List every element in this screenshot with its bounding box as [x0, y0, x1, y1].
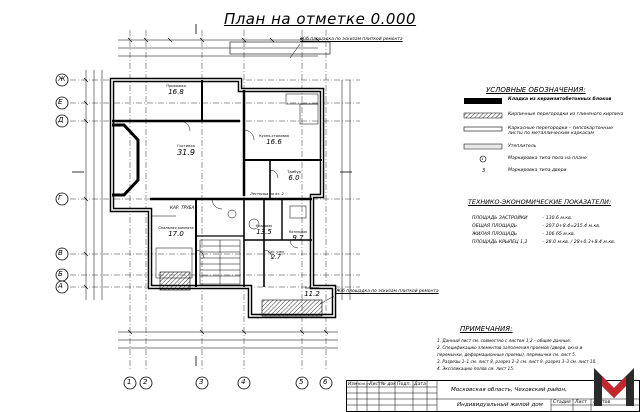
axis-col-1: 1 [127, 378, 132, 386]
dimension-chains [85, 39, 351, 349]
axis-col-2: 2 [143, 378, 148, 386]
room-area: 9.7 [292, 234, 304, 242]
title-block-grid [347, 381, 639, 411]
note-item: перемычки, деформационные проемы), перем… [437, 352, 577, 357]
callout-bottom: Ж/б площадка по эскизам плиткой ремонта [336, 289, 439, 294]
door-marker-glyph: 3 [482, 168, 486, 174]
notes-title: ПРИМЕЧАНИЯ: [460, 325, 513, 333]
legend-item-brick: Кирпичные перегородки из глиняного кирпи… [508, 112, 624, 117]
room-area: 16.8 [168, 88, 184, 96]
room-3: Кухня-столовая 16.6 [254, 134, 294, 146]
stamp-col-list: Лист [369, 382, 381, 387]
room-area: 31.9 [177, 148, 195, 157]
tep-value: – 130.6 м.кв. [542, 216, 573, 221]
note-item: 2. Спецификацию элементов заполнения про… [437, 345, 583, 350]
room-area: 6.0 [288, 174, 300, 182]
room-name: Кухня-столовая [259, 134, 289, 138]
room-8: Кладовая 13.5 [248, 224, 280, 236]
tep-label: ЖИЛАЯ ПЛОЩАДЬ [472, 232, 518, 237]
room-7: Котельная 9.7 [284, 230, 312, 242]
tep-title: ТЕХНИКО-ЭКОНОМИЧЕСКИЕ ПОКАЗАТЕЛИ: [468, 198, 612, 206]
axis-row-zh: Ж [58, 75, 66, 83]
tep-value: – 106.65 м.кв. [542, 232, 576, 237]
fixtures [155, 93, 319, 279]
axis-col-3: 3 [199, 378, 204, 386]
stamp-col-date: Дата [414, 382, 426, 387]
room-area: 17.0 [168, 230, 184, 238]
axis-bubbles [55, 73, 333, 390]
stamp-sheet-label: Лист [575, 400, 587, 405]
callout-top: Ж/б площадка по эскизам плиткой ремонта [300, 37, 403, 42]
room-6: Сан. узел 2.7 [266, 250, 286, 261]
room-name: Тамбур [287, 170, 301, 174]
stamp-col-doc: № док [381, 382, 396, 387]
chimney-label: КАР. ТРУБА [170, 205, 195, 210]
staircase [199, 239, 241, 285]
room-4: Тамбур 6.0 [276, 170, 312, 182]
axis-col-6: 6 [323, 378, 328, 386]
legend-item-floor-mark: Маркировка типа пола на плане [508, 156, 587, 161]
legend-item-insulation: Утеплитель [508, 144, 537, 149]
room-name: Кладовая [255, 224, 273, 228]
tep-label: ПЛОЩАДЬ КРЫЛЕЦ 1,2 [472, 240, 528, 245]
logo-icon [594, 368, 634, 406]
note-item: 1. Данный лист см. совместно с листом 1,… [437, 338, 572, 343]
callout-leaders [152, 43, 335, 305]
axis-row-d: Д [58, 116, 64, 124]
interior-walls [112, 80, 322, 287]
room-area: 2.7 [271, 254, 281, 261]
stamp-location: Московская область, Чеховский район, [451, 387, 567, 393]
legend-swatches [463, 98, 503, 163]
axis-row-v: В [58, 249, 63, 257]
stamp-project: Индивидуальный жилой дом [457, 402, 543, 408]
room-name: Котельная [289, 230, 307, 234]
page-title: План на отметке 0.000 [223, 10, 417, 28]
axis-col-5: 5 [299, 378, 304, 386]
legend-title: УСЛОВНЫЕ ОБОЗНАЧЕНИЯ: [486, 86, 586, 94]
tep-row: ЖИЛАЯ ПЛОЩАДЬ – 106.65 м.кв. [472, 232, 575, 237]
tep-row: ОБЩАЯ ПЛОЩАДЬ – 207.0+8.4=215.4 м.кв. [472, 224, 600, 229]
axis-row-e: Е [58, 98, 63, 106]
stamp-col-izm: Изм [348, 382, 358, 387]
tep-label: ПЛОЩАДЬ ЗАСТРОЙКИ [472, 216, 528, 221]
room-1: Прихожая 16.8 [156, 84, 196, 96]
room-5: Спальная комната 17.0 [156, 226, 196, 238]
stamp-stage-label: Стадия [553, 400, 571, 405]
note-item: 3. Разрезы 1–1 см. лист 8, разрез 2–2 см… [437, 359, 597, 364]
tep-row: ПЛОЩАДЬ КРЫЛЕЦ 1,2 – 28.0 м.кв. / 28+0.3… [472, 240, 615, 245]
tep-row: ПЛОЩАДЬ ЗАСТРОЙКИ – 130.6 м.кв. [472, 216, 572, 221]
note-item: 4. Экспликацию полов см. лист 15. [437, 366, 515, 371]
tep-value: – 28.0 м.кв. / 28+0.3+8.4 м.кв. [542, 240, 616, 245]
dimension-ticks [83, 37, 329, 335]
tep-value: – 207.0+8.4=215.4 м.кв. [542, 224, 601, 229]
room-name: Прихожая [166, 84, 186, 88]
room-name: Кабинет [304, 286, 320, 290]
room-name: Спальная комната [158, 226, 194, 230]
stamp-col-sign: Подп. [397, 382, 411, 387]
stamp-col-kol: Кол.уч [358, 382, 371, 386]
room-name: Гостиная [177, 144, 195, 148]
stair-note: Лестница на эт. 2 [250, 192, 284, 196]
room-2: Гостиная 31.9 [166, 144, 206, 157]
exterior-walls [109, 41, 337, 319]
tep-label: ОБЩАЯ ПЛОЩАДЬ [472, 224, 518, 229]
door-swings [179, 120, 299, 259]
axis-col-4: 4 [241, 378, 246, 386]
axis-row-a: А [58, 282, 63, 290]
axis-row-b: Б [58, 270, 63, 278]
room-area: 13.5 [256, 228, 272, 236]
room-area: 16.6 [266, 138, 282, 146]
legend-item-blocks: Кладка из керамзитобетонных блоков [508, 97, 612, 102]
floor-marker-glyph: 1 [481, 156, 484, 161]
legend-item-drywall: Каркасные перегородки – гипсокартонные л… [508, 126, 613, 136]
section-markers [72, 24, 352, 366]
room-area: 11.2 [304, 290, 320, 298]
room-9: Кабинет 11.2 [294, 286, 330, 298]
legend-item-door-mark: Маркировка типа двери [508, 168, 567, 173]
axis-row-g: Г [58, 194, 62, 202]
room-name: Сан. узел [268, 250, 284, 254]
